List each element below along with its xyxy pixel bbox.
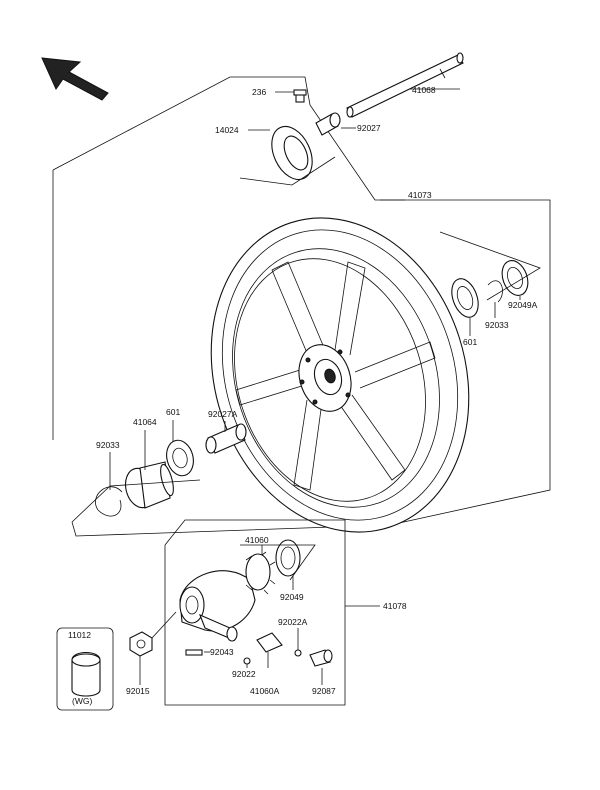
label-41068: 41068	[412, 85, 436, 95]
label-92033-left: 92033	[96, 440, 120, 450]
wheel-assembly-boundary	[52, 76, 551, 537]
washer-92022	[243, 657, 251, 668]
label-92022: 92022	[232, 669, 256, 679]
label-11012: 11012	[68, 630, 91, 640]
label-41060A: 41060A	[250, 686, 280, 696]
cap-11012-box	[56, 627, 114, 711]
label-236: 236	[252, 87, 266, 97]
screw-92043	[185, 649, 210, 656]
washer-92022A	[294, 628, 302, 657]
wheel-rim-41073	[210, 199, 470, 533]
label-92043: 92043	[210, 647, 234, 657]
label-41060: 41060	[245, 535, 269, 545]
label-601-right: 601	[463, 337, 477, 347]
bearing-601-right	[451, 278, 479, 336]
hub-41064	[124, 430, 174, 509]
label-92033-right: 92033	[485, 320, 509, 330]
collar-92027	[315, 112, 356, 136]
label-92027: 92027	[357, 123, 381, 133]
cover-14024	[239, 125, 336, 186]
seal-92049	[240, 539, 316, 590]
drive-41060A	[256, 632, 283, 668]
label-92027A: 92027A	[208, 409, 238, 419]
label-601-left: 601	[166, 407, 180, 417]
seal-92049A	[439, 231, 541, 301]
circlip-92033-right	[487, 280, 503, 318]
front-direction-arrow-icon	[41, 57, 109, 101]
label-92049: 92049	[280, 592, 304, 602]
bolt-92087	[309, 649, 333, 685]
bearing-601-left	[166, 420, 194, 477]
label-41078: 41078	[383, 601, 407, 611]
label-92022A: 92022A	[278, 617, 308, 627]
gear-housing-boundary	[164, 519, 380, 706]
label-92087: 92087	[312, 686, 336, 696]
label-92049A: 92049A	[508, 300, 538, 310]
label-41064: 41064	[133, 417, 157, 427]
circlip-92033-left	[71, 452, 201, 523]
gear-41060	[245, 545, 276, 595]
gear-housing-41078	[179, 570, 256, 642]
label-92015: 92015	[126, 686, 150, 696]
label-14024: 14024	[215, 125, 239, 135]
nut-92015	[129, 611, 177, 685]
axle-41068	[346, 52, 464, 118]
label-wg: (WG)	[72, 696, 92, 706]
bolt-236	[275, 89, 307, 103]
collar-92027A	[205, 421, 247, 454]
label-41073: 41073	[408, 190, 432, 200]
